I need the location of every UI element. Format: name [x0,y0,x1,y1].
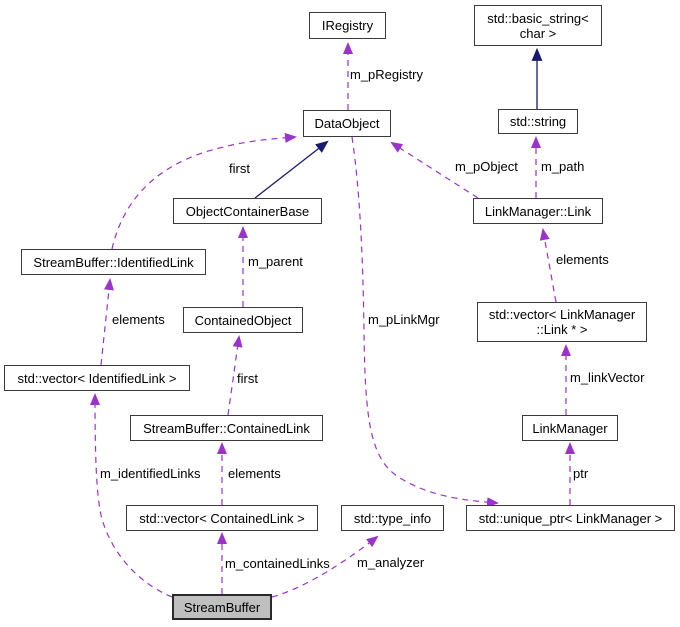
edge-m-identifiedlinks [90,393,173,598]
node-vector-containedlink[interactable]: std::vector< ContainedLink > [126,505,318,531]
node-std-string[interactable]: std::string [498,109,578,134]
node-linkmanager[interactable]: LinkManager [522,415,618,441]
node-containedobject[interactable]: ContainedObject [183,307,303,333]
edge-label-first-lower: first [237,371,258,386]
edge-elements-link [539,228,557,303]
edge-label-m-path: m_path [541,159,585,174]
edge-label-m-pregistry: m_pRegistry [350,67,423,82]
node-iregistry[interactable]: IRegistry [309,12,386,39]
node-objectcontainerbase[interactable]: ObjectContainerBase [173,198,322,224]
edge-label-elements-identified: elements [112,312,165,327]
node-linkmanager-link[interactable]: LinkManager::Link [473,198,603,224]
edge-label-m-analyzer: m_analyzer [357,555,425,570]
edge-label-m-containedlinks: m_containedLinks [225,556,330,571]
node-basic-string[interactable]: std::basic_string< char > [474,5,602,46]
node-type-info[interactable]: std::type_info [341,505,444,531]
edge-label-m-plinkmgr: m_pLinkMgr [368,312,440,327]
edge-inherit-ocb [254,140,329,199]
node-identifiedlink[interactable]: StreamBuffer::IdentifiedLink [21,249,206,275]
edge-label-m-identifiedlinks: m_identifiedLinks [100,466,201,481]
edge-label-elements-contained: elements [228,466,281,481]
edge-label-m-linkvector: m_linkVector [570,370,645,385]
node-vector-identifiedlink[interactable]: std::vector< IdentifiedLink > [4,365,190,391]
edge-m-analyzer [271,535,379,598]
edge-label-m-parent: m_parent [248,254,303,269]
node-vector-lm-link[interactable]: std::vector< LinkManager ::Link * > [477,302,647,342]
edge-label-first-upper: first [229,161,250,176]
edge-first-lower [227,335,243,416]
node-streambuffer: StreamBuffer [172,594,272,620]
edge-elements-identified [100,278,114,366]
edge-m-plinkmgr [351,136,499,508]
edge-first-upper [111,132,297,250]
edge-label-ptr: ptr [573,466,589,481]
edge-label-m-pobject: m_pObject [455,159,518,174]
edge-label-elements-link: elements [556,252,609,267]
node-containedlink[interactable]: StreamBuffer::ContainedLink [130,415,323,441]
node-unique-ptr[interactable]: std::unique_ptr< LinkManager > [466,505,675,531]
node-dataobject[interactable]: DataObject [303,110,391,137]
